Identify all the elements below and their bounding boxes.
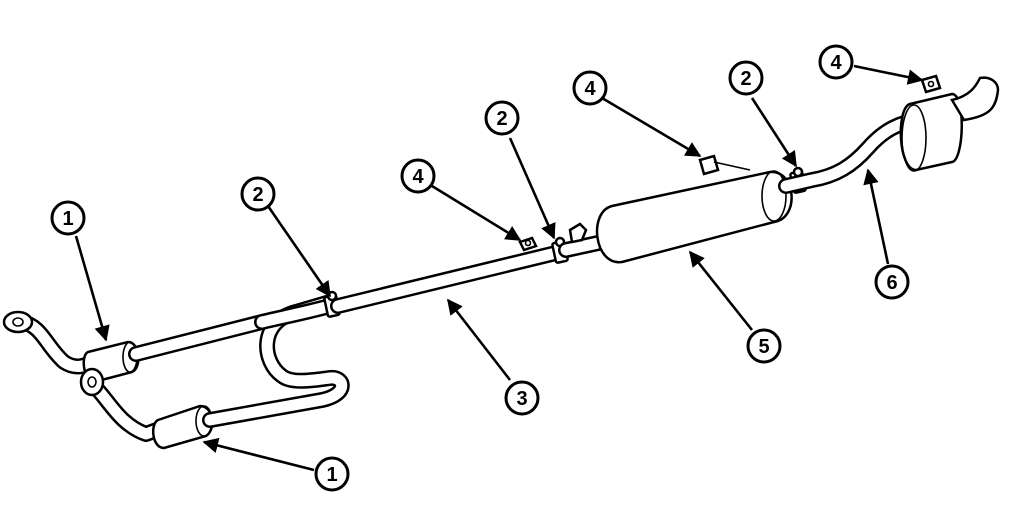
callout-label: 4 xyxy=(830,52,842,74)
callout-2-rear: 2 xyxy=(728,60,764,96)
callout-label: 2 xyxy=(740,68,751,90)
muffler-inlet-hanger xyxy=(568,222,588,244)
callout-label: 6 xyxy=(886,272,897,294)
lower-flange xyxy=(79,367,105,397)
callout-3: 3 xyxy=(504,380,540,416)
callout-2-front: 2 xyxy=(240,176,276,212)
callout-2-mid: 2 xyxy=(484,100,520,136)
upper-intermediate-pipe xyxy=(128,314,270,362)
callout-label: 4 xyxy=(584,78,596,100)
callout-label: 1 xyxy=(62,208,73,230)
lower-front-pipe xyxy=(84,376,170,442)
callout-label: 4 xyxy=(412,166,424,188)
leader-lines xyxy=(74,64,924,472)
lower-catalytic-converter xyxy=(151,404,214,450)
upper-flange xyxy=(2,310,34,334)
upper-branch-join xyxy=(254,298,338,330)
callout-label: 1 xyxy=(326,464,337,486)
callout-label: 2 xyxy=(252,184,263,206)
callout-4-rear: 4 xyxy=(818,44,854,80)
tail-tip xyxy=(950,76,1000,122)
hanger-rear xyxy=(920,74,942,94)
callout-label: 2 xyxy=(496,108,507,130)
muffler xyxy=(595,170,793,264)
resonator xyxy=(899,92,963,172)
callout-4-muffler: 4 xyxy=(572,70,608,106)
callout-6: 6 xyxy=(874,264,910,300)
callout-5: 5 xyxy=(746,328,782,364)
callout-1-lower: 1 xyxy=(314,456,350,492)
hanger-mid xyxy=(518,236,538,252)
hanger-muffler xyxy=(698,154,751,176)
callout-1-upper: 1 xyxy=(50,200,86,236)
lower-intermediate-pipe xyxy=(202,294,350,428)
callout-label: 5 xyxy=(758,336,769,358)
intermediate-pipe xyxy=(330,244,568,314)
callout-label: 3 xyxy=(516,388,527,410)
callout-4-mid: 4 xyxy=(400,158,436,194)
